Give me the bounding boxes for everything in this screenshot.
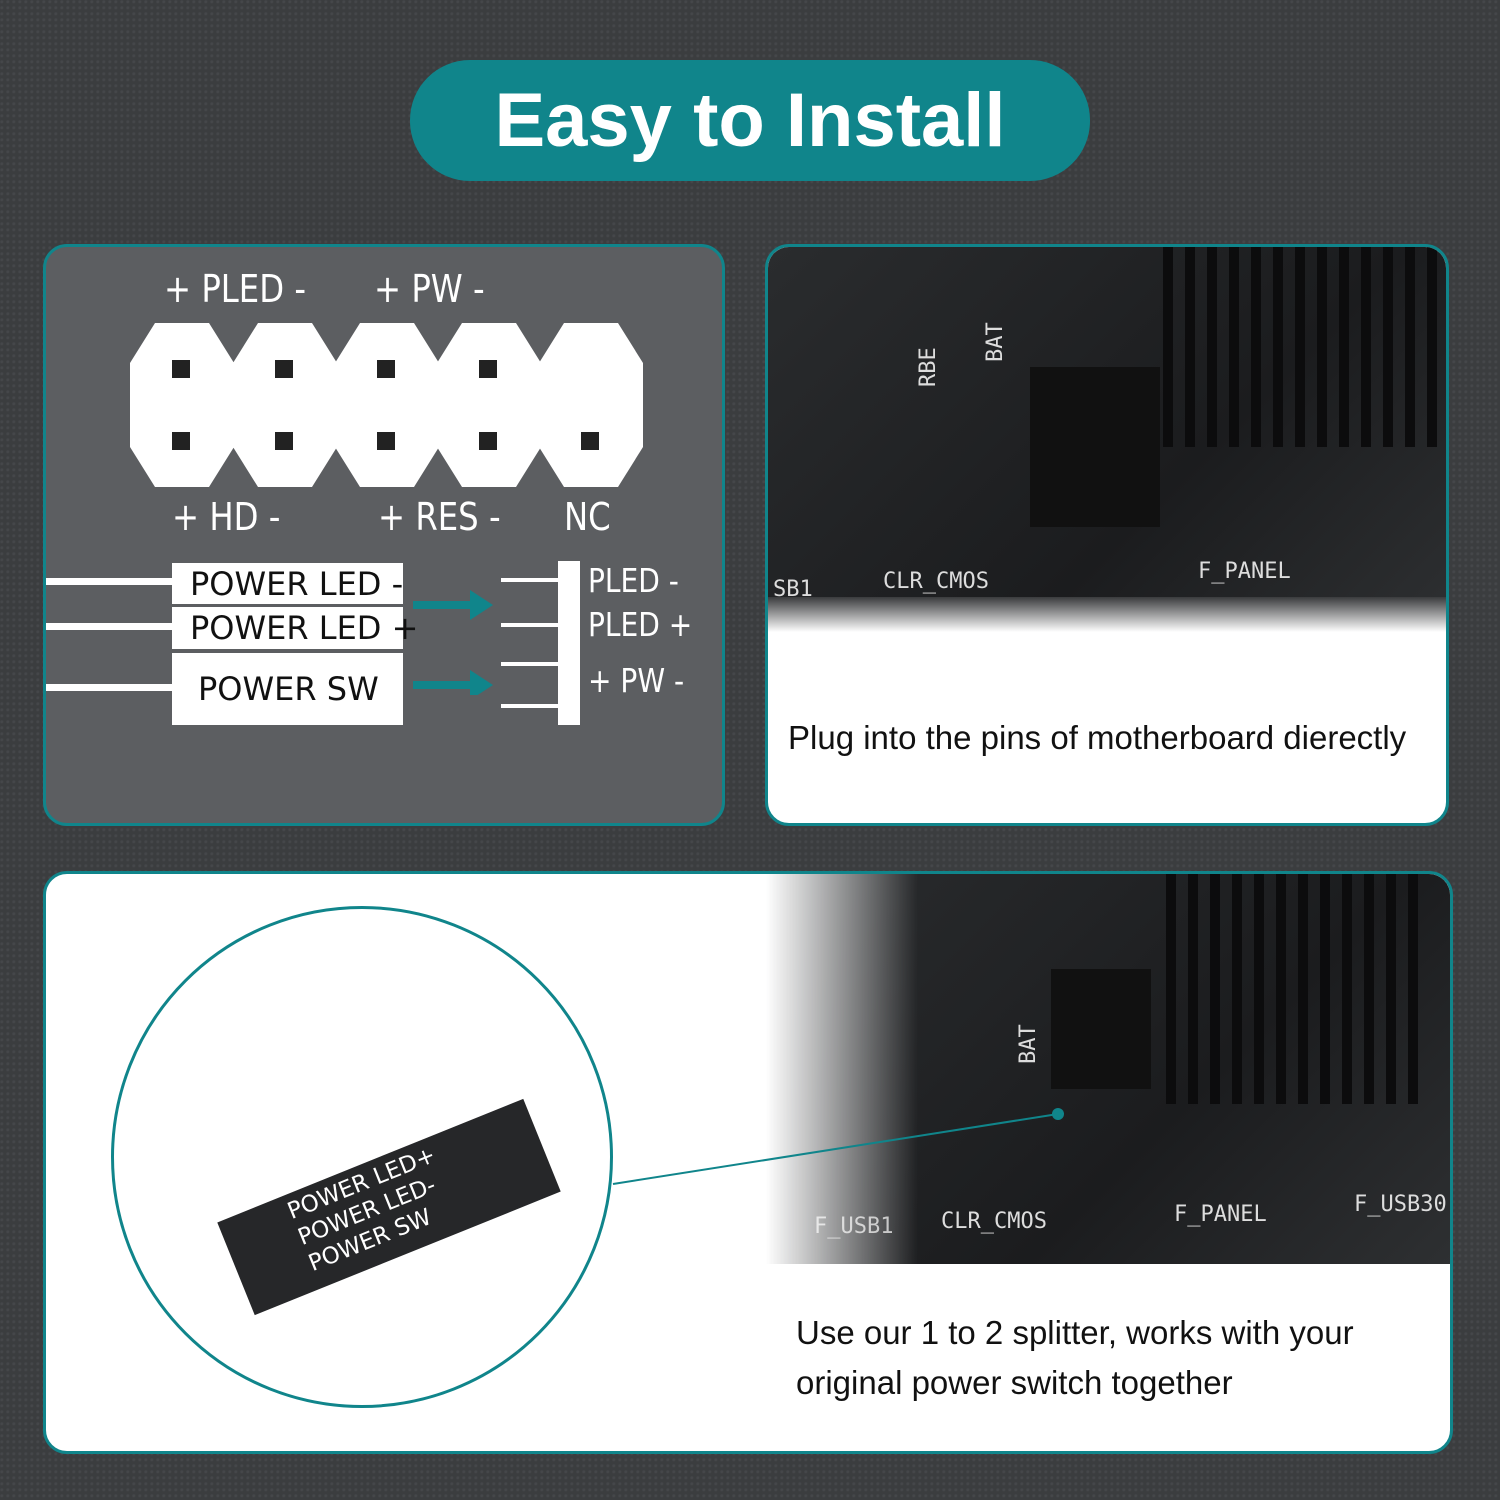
board-label: F_PANEL bbox=[1174, 1202, 1267, 1227]
heatsink-fin bbox=[1320, 874, 1330, 1104]
cable-label-power-led-plus: POWER LED + bbox=[172, 607, 418, 649]
heatsink-fin bbox=[1163, 247, 1173, 447]
pin-diagram-panel: + PLED - + PW - + HD - + RES - NC POWER … bbox=[43, 244, 725, 826]
heatsink-fin bbox=[1207, 247, 1217, 447]
board-label: F_PANEL bbox=[1198, 559, 1291, 584]
heatsink-fin bbox=[1361, 247, 1371, 447]
heatsink-fin bbox=[1408, 874, 1418, 1104]
pin-pair-outline bbox=[233, 323, 337, 487]
board-label: CLR_CMOS bbox=[941, 1209, 1047, 1234]
zoom-circle: POWER LED+ POWER LED- POWER SW bbox=[111, 906, 613, 1408]
pin-square bbox=[581, 432, 599, 450]
pin-pair-outline bbox=[539, 323, 643, 487]
header-label-pw: + PW - bbox=[588, 661, 685, 700]
arrow-right-icon bbox=[413, 590, 493, 695]
heatsink-fin bbox=[1229, 247, 1239, 447]
board-label: F_USB1 bbox=[814, 1214, 894, 1239]
header-pin bbox=[501, 704, 559, 708]
header-pin bbox=[501, 662, 559, 666]
heatsink-fin bbox=[1232, 874, 1242, 1104]
caption-splitter-line2: original power switch together bbox=[796, 1364, 1233, 1401]
cable-label-power-sw: POWER SW bbox=[172, 653, 403, 725]
pin-label-nc: NC bbox=[564, 495, 611, 539]
pin-square bbox=[377, 432, 395, 450]
board-label: F_USB30 bbox=[1354, 1192, 1447, 1217]
callout-line bbox=[612, 1108, 1064, 1185]
heatsink-fin bbox=[1342, 874, 1352, 1104]
heatsink-fin bbox=[1317, 247, 1327, 447]
heatsink-fin bbox=[1427, 247, 1437, 447]
board-label-rbe: RBE bbox=[916, 347, 941, 387]
pin-square bbox=[172, 360, 190, 378]
motherboard-photo-panel: BAT RBE SB1 CLR_CMOS F_PANEL Plug into t… bbox=[765, 244, 1449, 826]
pin-square bbox=[377, 360, 395, 378]
pin-square bbox=[275, 432, 293, 450]
wire bbox=[46, 684, 172, 691]
board-label: SB1 bbox=[773, 577, 813, 602]
wire bbox=[46, 623, 172, 630]
motherboard-photo: BAT RBE SB1 CLR_CMOS F_PANEL bbox=[768, 247, 1446, 632]
pin-square bbox=[479, 432, 497, 450]
pin-pair-outline bbox=[437, 323, 541, 487]
heatsink-fin bbox=[1298, 874, 1308, 1104]
cable-label-power-led-minus: POWER LED - bbox=[172, 563, 403, 604]
motherboard-photo: BAT F_USB1 CLR_CMOS F_PANEL F_USB30 bbox=[766, 874, 1450, 1264]
header-pin bbox=[501, 578, 559, 582]
header-label-pled-plus: PLED + bbox=[588, 605, 693, 644]
pin-square bbox=[275, 360, 293, 378]
header-pin bbox=[501, 623, 559, 627]
heatsink-fin bbox=[1251, 247, 1261, 447]
heatsink-fin bbox=[1188, 874, 1198, 1104]
heatsink-fin bbox=[1185, 247, 1195, 447]
heatsink-fin bbox=[1254, 874, 1264, 1104]
heatsink-fin bbox=[1364, 874, 1374, 1104]
heatsink-fin bbox=[1383, 247, 1393, 447]
heatsink-fin bbox=[1386, 874, 1396, 1104]
heatsink-fin bbox=[1210, 874, 1220, 1104]
heatsink-fin bbox=[1166, 874, 1176, 1104]
header-label-pled-minus: PLED - bbox=[588, 561, 679, 600]
board-label: CLR_CMOS bbox=[883, 569, 989, 594]
connector-housing bbox=[1030, 367, 1160, 527]
pin-label-pled: + PLED - bbox=[164, 267, 307, 311]
wire bbox=[46, 578, 172, 585]
connector-housing bbox=[1051, 969, 1151, 1089]
pin-header-strip bbox=[558, 561, 580, 725]
heatsink-fin bbox=[1295, 247, 1305, 447]
caption-plug: Plug into the pins of motherboard dierec… bbox=[788, 719, 1407, 756]
pin-label-res: + RES - bbox=[378, 495, 501, 539]
pin-pair-outline bbox=[335, 323, 439, 487]
heatsink-fin bbox=[1339, 247, 1349, 447]
page-title: Easy to Install bbox=[410, 60, 1090, 181]
pin-square bbox=[479, 360, 497, 378]
board-label-bat: BAT bbox=[983, 322, 1008, 362]
pin-pair-outline bbox=[130, 323, 234, 487]
heatsink-fin bbox=[1405, 247, 1415, 447]
pin-label-pw: + PW - bbox=[374, 267, 485, 311]
heatsink-fin bbox=[1276, 874, 1286, 1104]
photo-fade bbox=[768, 597, 1446, 632]
pin-square bbox=[172, 432, 190, 450]
pin-header-diagram bbox=[130, 323, 643, 487]
splitter-panel: BAT F_USB1 CLR_CMOS F_PANEL F_USB30 POWE… bbox=[43, 871, 1453, 1454]
heatsink-fin bbox=[1273, 247, 1283, 447]
caption-splitter-line1: Use our 1 to 2 splitter, works with your bbox=[796, 1314, 1354, 1351]
pin-label-hd: + HD - bbox=[172, 495, 281, 539]
